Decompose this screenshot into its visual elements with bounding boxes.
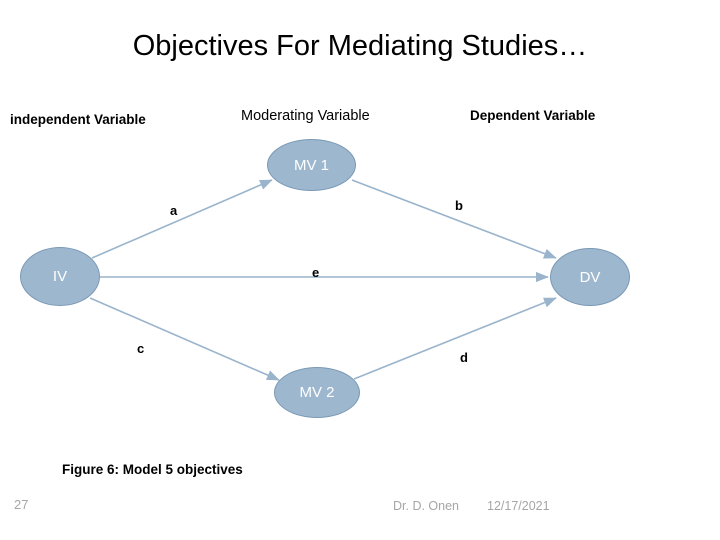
node-dv-label: DV [579, 268, 601, 286]
figure-caption: Figure 6: Model 5 objectives [62, 462, 243, 477]
edge-label-b: b [455, 198, 463, 213]
node-dv[interactable]: DV [550, 248, 630, 306]
node-iv-label: IV [52, 268, 68, 285]
node-mv2[interactable]: MV 2 [274, 367, 360, 418]
slide-number: 27 [14, 497, 29, 512]
column-header-moderating: Moderating Variable [241, 108, 370, 124]
edge-label-d: d [460, 350, 468, 365]
node-iv[interactable]: IV [20, 247, 100, 306]
edge-label-c: c [137, 341, 145, 356]
node-mv2-label: MV 2 [299, 384, 335, 401]
node-mv1-label: MV 1 [293, 156, 329, 174]
column-header-independent: independent Variable [10, 112, 146, 127]
footer-date: 12/17/2021 [487, 499, 550, 513]
footer-author: Dr. D. Onen [393, 499, 459, 513]
column-header-dependent: Dependent Variable [470, 108, 596, 123]
edge-label-a: a [170, 203, 178, 218]
page-title: Objectives For Mediating Studies… [132, 30, 588, 62]
node-mv1[interactable]: MV 1 [267, 139, 356, 191]
edge-label-e: e [312, 265, 320, 280]
